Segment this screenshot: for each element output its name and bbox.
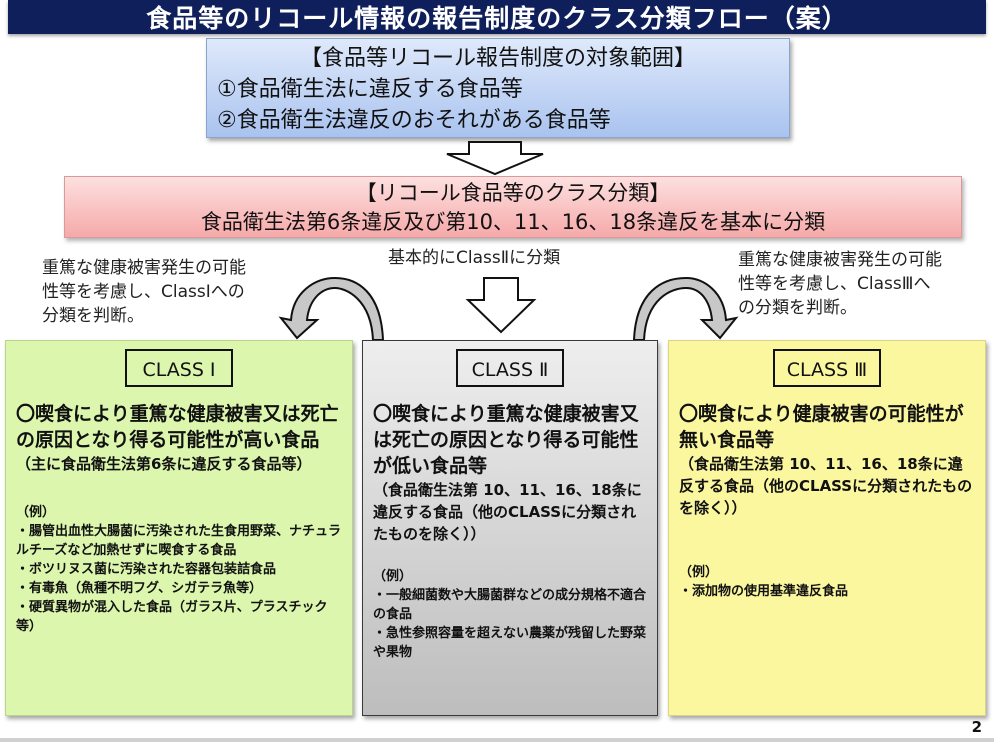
- class1-sub: （主に食品衛生法第6条に違反する食品等）: [16, 455, 312, 473]
- scope-item: ②食品衛生法違反のおそれがある食品等: [217, 108, 611, 133]
- page-number: 2: [971, 718, 982, 736]
- note-line: 重篤な健康被害発生の可能: [738, 250, 942, 270]
- footer-divider: [0, 738, 994, 742]
- classification-box: 【リコール食品等のクラス分類】 食品衛生法第6条違反及び第10、11、16、18…: [64, 176, 962, 238]
- scope-heading: 【食品等リコール報告制度の対象範囲】: [299, 46, 696, 71]
- note-class3: 重篤な健康被害発生の可能 性等を考慮し、ClassⅢへ の分類を判断。: [738, 248, 942, 320]
- curved-arrow-left-icon: [278, 276, 385, 341]
- class2-example-heading: （例）: [373, 569, 413, 584]
- classification-body: 食品衛生法第6条違反及び第10、11、16、18条違反を基本に分類: [200, 210, 826, 234]
- note-line: 分類を判断。: [42, 306, 144, 326]
- class3-label: CLASS Ⅲ: [773, 349, 881, 387]
- down-arrow-center-icon: [465, 277, 537, 334]
- class3-example-heading: （例）: [679, 565, 719, 580]
- class1-example: ・腸管出血性大腸菌に汚染された生食用野菜、ナチュラルチーズなど加熱せずに喫食する…: [16, 524, 342, 558]
- note-line: 性等を考慮し、ClassIへの: [42, 282, 245, 302]
- note-line: 重篤な健康被害発生の可能: [42, 258, 246, 278]
- note-line: 性等を考慮し、ClassⅢへ: [738, 274, 931, 294]
- class1-example: ・ボツリヌス菌に汚染された容器包装詰食品: [16, 562, 277, 577]
- curved-arrow-right-icon: [632, 276, 739, 341]
- note-class2: 基本的にClassⅡに分類: [388, 248, 561, 268]
- down-arrow-icon: [446, 141, 544, 176]
- class1-example: ・有毒魚（魚種不明フグ、シガテラ魚等）: [16, 581, 263, 596]
- class1-example: ・硬質異物が混入した食品（ガラス片、プラスチック等）: [16, 600, 328, 634]
- class2-example: ・急性参照容量を超えない農薬が残留した野菜や果物: [373, 626, 647, 660]
- class2-sub: （食品衛生法第 10、11、16、18条に違反する食品（他のCLASSに分類され…: [373, 481, 642, 543]
- note-line: の分類を判断。: [738, 298, 857, 318]
- scope-box: 【食品等リコール報告制度の対象範囲】 ①食品衛生法に違反する食品等 ②食品衛生法…: [206, 38, 790, 138]
- class2-label: CLASS Ⅱ: [456, 349, 564, 387]
- classification-heading: 【リコール食品等のクラス分類】: [355, 181, 671, 205]
- class2-example: ・一般細菌数や大腸菌群などの成分規格不適合の食品: [373, 588, 647, 622]
- class1-label: CLASS Ⅰ: [125, 349, 233, 387]
- class1-box: CLASS Ⅰ 〇喫食により重篤な健康被害又は死亡の原因となり得る可能性が高い食…: [5, 340, 353, 716]
- class3-sub: （食品衛生法第 10、11、16、18条に違反する食品（他のCLASSに分類され…: [679, 455, 973, 517]
- class2-box: CLASS Ⅱ 〇喫食により重篤な健康被害又は死亡の原因となり得る可能性が低い食…: [362, 340, 658, 716]
- class1-example-heading: （例）: [16, 505, 56, 520]
- class1-lead: 〇喫食により重篤な健康被害又は死亡の原因となり得る可能性が高い食品: [16, 403, 339, 451]
- page-title: 食品等のリコール情報の報告制度のクラス分類フロー（案）: [8, 0, 986, 34]
- scope-item: ①食品衛生法に違反する食品等: [217, 77, 523, 102]
- class3-example: ・添加物の使用基準違反食品: [679, 584, 849, 599]
- class3-box: CLASS Ⅲ 〇喫食により健康被害の可能性が無い食品等 （食品衛生法第 10、…: [668, 340, 986, 716]
- note-class1: 重篤な健康被害発生の可能 性等を考慮し、ClassIへの 分類を判断。: [42, 256, 246, 328]
- class3-lead: 〇喫食により健康被害の可能性が無い食品等: [679, 403, 964, 451]
- class2-lead: 〇喫食により重篤な健康被害又は死亡の原因となり得る可能性が低い食品等: [373, 403, 639, 477]
